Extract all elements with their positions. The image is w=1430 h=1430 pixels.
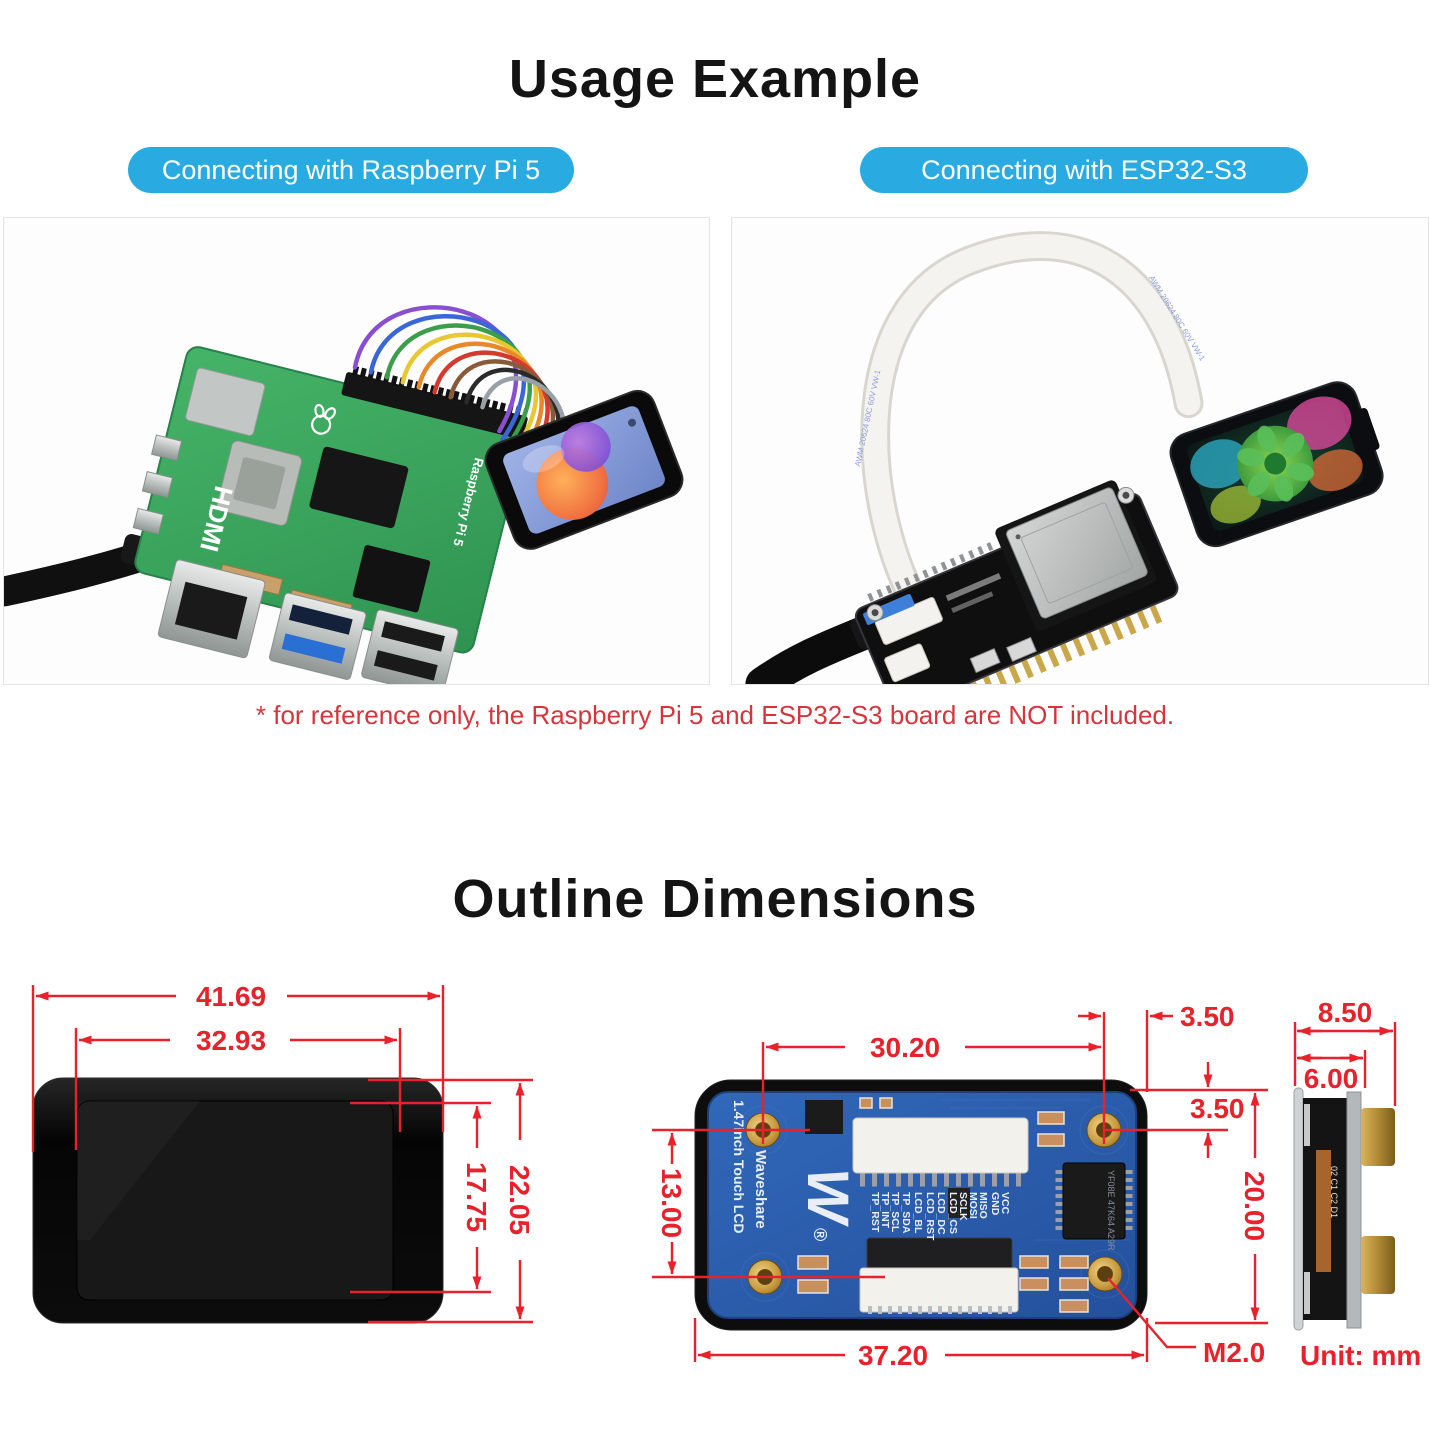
waveshare-logo: W — [795, 1168, 860, 1227]
ethernet-port — [157, 559, 266, 659]
sot23-transistor — [948, 1188, 970, 1218]
front-view-drawing — [32, 1077, 444, 1324]
ram-chip — [309, 446, 409, 529]
usb-ports — [268, 592, 459, 684]
dim-board-height: 20.00 — [1239, 1171, 1270, 1241]
brass-standoff — [1361, 1236, 1395, 1294]
ic-chip — [1055, 1162, 1133, 1240]
pin-labels: VCC GND MISO MOSI SCLK LCD_CS LCD_DC LCD… — [869, 1192, 1011, 1280]
passive-components — [797, 1097, 1089, 1313]
dim-module-thickness: 6.00 — [1304, 1063, 1359, 1094]
badge-raspberry-pi-5: Connecting with Raspberry Pi 5 — [128, 147, 574, 193]
dim-hole-size: M2.0 — [1203, 1337, 1265, 1368]
display-ffc-connector — [852, 1117, 1029, 1187]
wifi-shield — [185, 367, 266, 436]
button — [1006, 636, 1038, 663]
raspberry-pi-photo-figure: Raspberry Pi 5 HDMI — [4, 305, 684, 684]
svg-text:TP_RST: TP_RST — [869, 1192, 881, 1233]
dim-overall-width: 41.69 — [196, 981, 266, 1012]
dim-hole-offset-y: 3.50 — [1190, 1093, 1245, 1124]
svg-text:MOSI: MOSI — [967, 1192, 979, 1219]
pcb-edge-layer — [1346, 1091, 1362, 1329]
jst-connector — [884, 643, 931, 683]
svg-text:LCD_DC: LCD_DC — [935, 1192, 947, 1235]
photo-esp32-example: AWM 20624 80C 60V VW-1 AWM 20624 80C 60V… — [731, 217, 1429, 685]
silk-brand-text: Waveshare — [752, 1150, 769, 1229]
dim-hole-spacing-x: 30.20 — [870, 1032, 940, 1063]
svg-text:MISO: MISO — [977, 1192, 989, 1219]
svg-text:SCLK: SCLK — [957, 1192, 969, 1221]
flex-cable-layer — [1316, 1150, 1331, 1272]
dim-hole-offset-x: 3.50 — [1180, 1001, 1235, 1032]
button — [969, 647, 1001, 674]
dim-hole-spacing-y: 13.00 — [656, 1168, 687, 1238]
svg-text:TP_SDA: TP_SDA — [900, 1192, 912, 1234]
dim-active-height: 17.75 — [461, 1162, 492, 1232]
badge-esp32-s3: Connecting with ESP32-S3 — [860, 147, 1308, 193]
svg-text:LCD_CS: LCD_CS — [947, 1192, 959, 1234]
usage-example-title: Usage Example — [508, 49, 922, 109]
front-view-dimension-lines — [31, 985, 533, 1324]
back-view-dimension-lines — [652, 1010, 1268, 1362]
side-view-dimension-lines — [1293, 1022, 1397, 1106]
outline-dimensions-title: Outline Dimensions — [452, 869, 978, 929]
svg-text:TP_INT: TP_INT — [879, 1192, 891, 1229]
dim-total-thickness: 8.50 — [1318, 997, 1373, 1028]
touch-ffc-connector — [859, 1237, 1019, 1314]
dim-active-width: 32.93 — [196, 1025, 266, 1056]
svg-text:VCC: VCC — [999, 1192, 1011, 1215]
raspberry-pi-board: Raspberry Pi 5 HDMI — [132, 346, 528, 684]
chip-marking-text: YF08E 47K64 A29R — [1106, 1170, 1116, 1251]
outline-dimensions-figure: 41.69 32.93 22.05 17.75 — [31, 981, 1421, 1371]
svg-text:GND: GND — [989, 1192, 1001, 1216]
silk-product-text: 1.47inch Touch LCD — [731, 1100, 747, 1234]
svg-text:LCD_RST: LCD_RST — [924, 1192, 936, 1241]
dim-board-width: 37.20 — [858, 1340, 928, 1371]
esp32-module — [995, 480, 1157, 631]
side-view-drawing: 02 C1 C2 D1 — [1293, 1087, 1395, 1331]
svg-text:LCD_BL: LCD_BL — [912, 1192, 924, 1234]
brass-standoff — [1361, 1108, 1395, 1166]
io-chip — [352, 545, 431, 613]
photo-raspberry-pi-example: Raspberry Pi 5 HDMI — [3, 217, 710, 685]
lcd-display — [484, 389, 684, 550]
small-ic — [805, 1100, 843, 1134]
gpio-header — [341, 372, 528, 440]
esp32-photo-figure: AWM 20624 80C 60V VW-1 AWM 20624 80C 60V… — [745, 231, 1384, 684]
raspberry-pi-logo — [311, 403, 337, 435]
lcd-display — [1169, 381, 1384, 548]
svg-text:TP_SCL: TP_SCL — [889, 1192, 901, 1233]
unit-label: Unit: mm — [1300, 1340, 1421, 1371]
flex-marking-text: 02 C1 C2 D1 — [1329, 1166, 1339, 1218]
registered-mark: ® — [810, 1228, 830, 1241]
pin-number-text: 18 — [869, 1268, 881, 1280]
disclaimer-note: * for reference only, the Raspberry Pi 5… — [255, 700, 1175, 730]
dim-overall-height: 22.05 — [504, 1165, 535, 1235]
